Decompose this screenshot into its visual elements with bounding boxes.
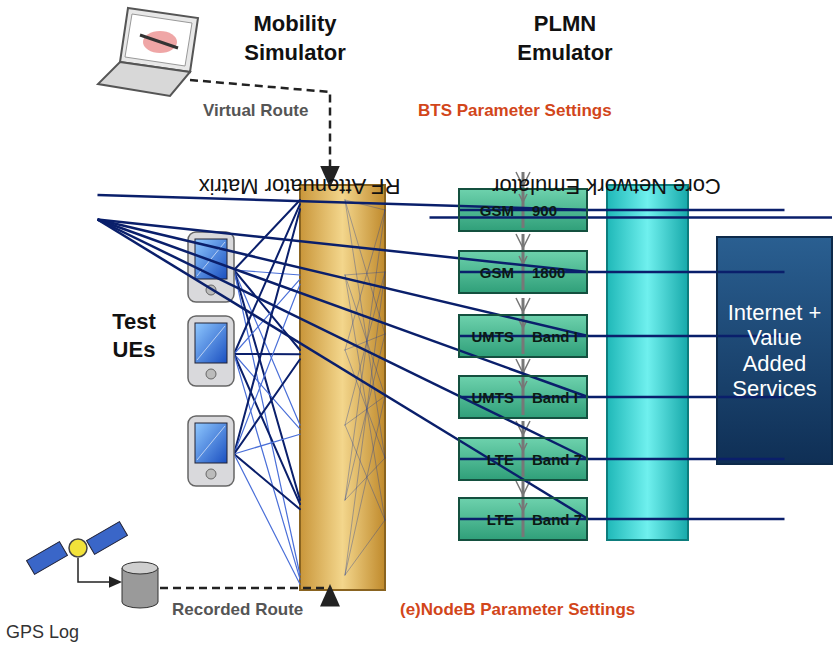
emulator-box: Core Network Emulator (430, 145, 785, 226)
base-station-box: UMTSBand I (458, 375, 588, 419)
label-text: Recorded Route (172, 600, 303, 620)
box-text: GSM (460, 202, 523, 219)
connector-line (98, 220, 589, 520)
label-text: PLMN Emulator (500, 10, 630, 67)
satellite-icon (27, 522, 128, 582)
box-text: GSM (460, 264, 523, 281)
label-text: Mobility Simulator (220, 10, 370, 67)
box-text: Band I (523, 389, 586, 406)
services-box: Internet + Value Added Services (717, 237, 832, 464)
label-text: BTS Parameter Settings (418, 101, 612, 121)
box-text: Band I (523, 328, 586, 345)
base-station-box: GSM1800 (458, 250, 588, 294)
box-text: UMTS (460, 328, 523, 345)
label-text: Virtual Route (203, 101, 308, 121)
connector-line (98, 220, 589, 337)
box-text: LTE (460, 451, 523, 468)
box-text: Band 7 (523, 451, 586, 468)
box-text: LTE (460, 511, 523, 528)
database-icon (122, 562, 158, 608)
box-text: RF Attenuator Matrix (199, 172, 401, 198)
label-text: GPS Log (6, 622, 79, 643)
laptop-icon (98, 8, 198, 96)
base-station-box: LTEBand 7 (458, 437, 588, 481)
box-text: Core Network Emulator (493, 172, 722, 198)
box-text: UMTS (460, 389, 523, 406)
connector-line (98, 220, 589, 460)
label-text: Test UEs (104, 308, 164, 363)
box-text: 900 (523, 202, 586, 219)
base-station-box: LTEBand 7 (458, 497, 588, 541)
box-text: Internet + Value Added Services (720, 300, 830, 401)
label-text: (e)NodeB Parameter Settings (400, 600, 635, 620)
box-text: 1800 (523, 264, 586, 281)
box-text: Band 7 (523, 511, 586, 528)
emulator-box: RF Attenuator Matrix (98, 143, 503, 228)
base-station-box: UMTSBand I (458, 314, 588, 358)
